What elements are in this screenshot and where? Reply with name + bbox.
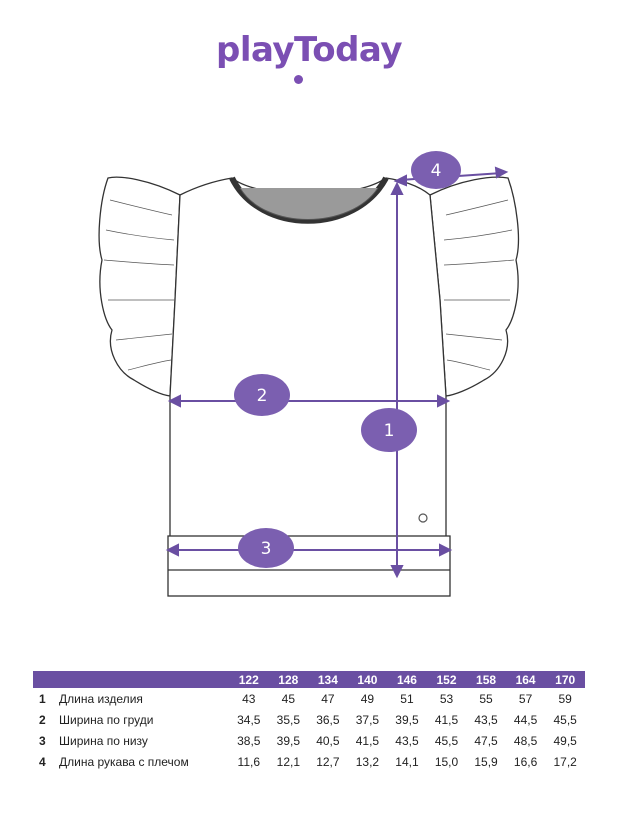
marker-4: 4 xyxy=(411,151,461,189)
cell: 16,6 xyxy=(513,754,538,769)
svg-text:3: 3 xyxy=(261,539,272,559)
cell: 39,5 xyxy=(276,733,300,748)
cell: 12,1 xyxy=(276,754,300,769)
table-row: 3 Ширина по низу 38,5 39,5 40,5 41,5 43,… xyxy=(33,730,585,751)
cell: 15,9 xyxy=(474,754,498,769)
size-170: 170 xyxy=(545,671,585,688)
cell: 45 xyxy=(281,691,295,706)
tshirt-body xyxy=(169,177,447,546)
right-sleeve xyxy=(429,176,520,397)
cell: 43 xyxy=(242,691,256,706)
table-row: 1 Длина изделия 43 45 47 49 51 53 55 57 … xyxy=(33,688,585,709)
cell: 47 xyxy=(321,691,335,706)
cell: 35,5 xyxy=(276,712,300,727)
table-row: 2 Ширина по груди 34,5 35,5 36,5 37,5 39… xyxy=(33,709,585,730)
cell: 38,5 xyxy=(237,733,261,748)
cell: 17,2 xyxy=(553,754,577,769)
cell: 41,5 xyxy=(434,712,459,727)
cell: 53 xyxy=(439,691,454,706)
cell: 15,0 xyxy=(434,754,459,769)
size-table: 122 128 134 140 146 152 158 164 170 1 Дл… xyxy=(33,671,585,772)
cell: 43,5 xyxy=(474,712,498,727)
cell: 57 xyxy=(518,691,533,706)
cell: 11,6 xyxy=(237,754,260,769)
row-number: 3 xyxy=(39,733,46,748)
marker-2: 2 xyxy=(234,374,290,416)
size-122: 122 xyxy=(229,671,269,688)
svg-text:4: 4 xyxy=(431,161,442,181)
marker-3: 3 xyxy=(238,528,294,568)
cell: 47,5 xyxy=(474,733,498,748)
cell: 39,5 xyxy=(395,712,419,727)
row-number: 4 xyxy=(39,754,46,769)
size-table-header: 122 128 134 140 146 152 158 164 170 xyxy=(33,671,585,688)
size-164: 164 xyxy=(505,671,546,688)
row-label: Длина изделия xyxy=(59,691,143,706)
row-label: Ширина по груди xyxy=(59,712,154,727)
hem-band xyxy=(167,535,451,597)
cell: 14,1 xyxy=(395,754,419,769)
cell: 45,5 xyxy=(434,733,459,748)
row-label: Длина рукава с плечом xyxy=(59,754,189,769)
cell: 51 xyxy=(400,691,414,706)
left-sleeve xyxy=(98,176,181,397)
cell: 37,5 xyxy=(355,712,380,727)
size-152: 152 xyxy=(426,671,467,688)
cell: 41,5 xyxy=(355,733,380,748)
row-number: 2 xyxy=(39,712,46,727)
garment-sketch: 1 2 3 4 xyxy=(98,151,520,597)
row-label: Ширина по низу xyxy=(59,733,148,748)
size-158: 158 xyxy=(466,671,506,688)
marker-1: 1 xyxy=(361,408,417,452)
cell: 55 xyxy=(479,691,493,706)
button-icon xyxy=(418,513,428,523)
row-number: 1 xyxy=(39,691,46,706)
cell: 43,5 xyxy=(395,733,419,748)
brand-logo: playToday xyxy=(216,30,403,70)
cell: 13,2 xyxy=(355,754,380,769)
cell: 48,5 xyxy=(513,733,538,748)
cell: 34,5 xyxy=(237,712,261,727)
size-140: 140 xyxy=(347,671,388,688)
cell: 36,5 xyxy=(316,712,340,727)
cell: 12,7 xyxy=(316,754,340,769)
cell: 59 xyxy=(558,691,572,706)
svg-text:1: 1 xyxy=(384,421,395,441)
cell: 40,5 xyxy=(316,733,340,748)
brand-logo-dot xyxy=(294,75,303,84)
cell: 44,5 xyxy=(513,712,538,727)
size-146: 146 xyxy=(387,671,427,688)
cell: 45,5 xyxy=(553,712,577,727)
size-134: 134 xyxy=(308,671,348,688)
cell: 49 xyxy=(360,691,375,706)
header-spacer xyxy=(33,671,229,688)
cell: 49,5 xyxy=(553,733,577,748)
table-row: 4 Длина рукава с плечом 11,6 12,1 12,7 1… xyxy=(33,751,585,772)
svg-text:2: 2 xyxy=(257,386,268,406)
size-128: 128 xyxy=(268,671,309,688)
